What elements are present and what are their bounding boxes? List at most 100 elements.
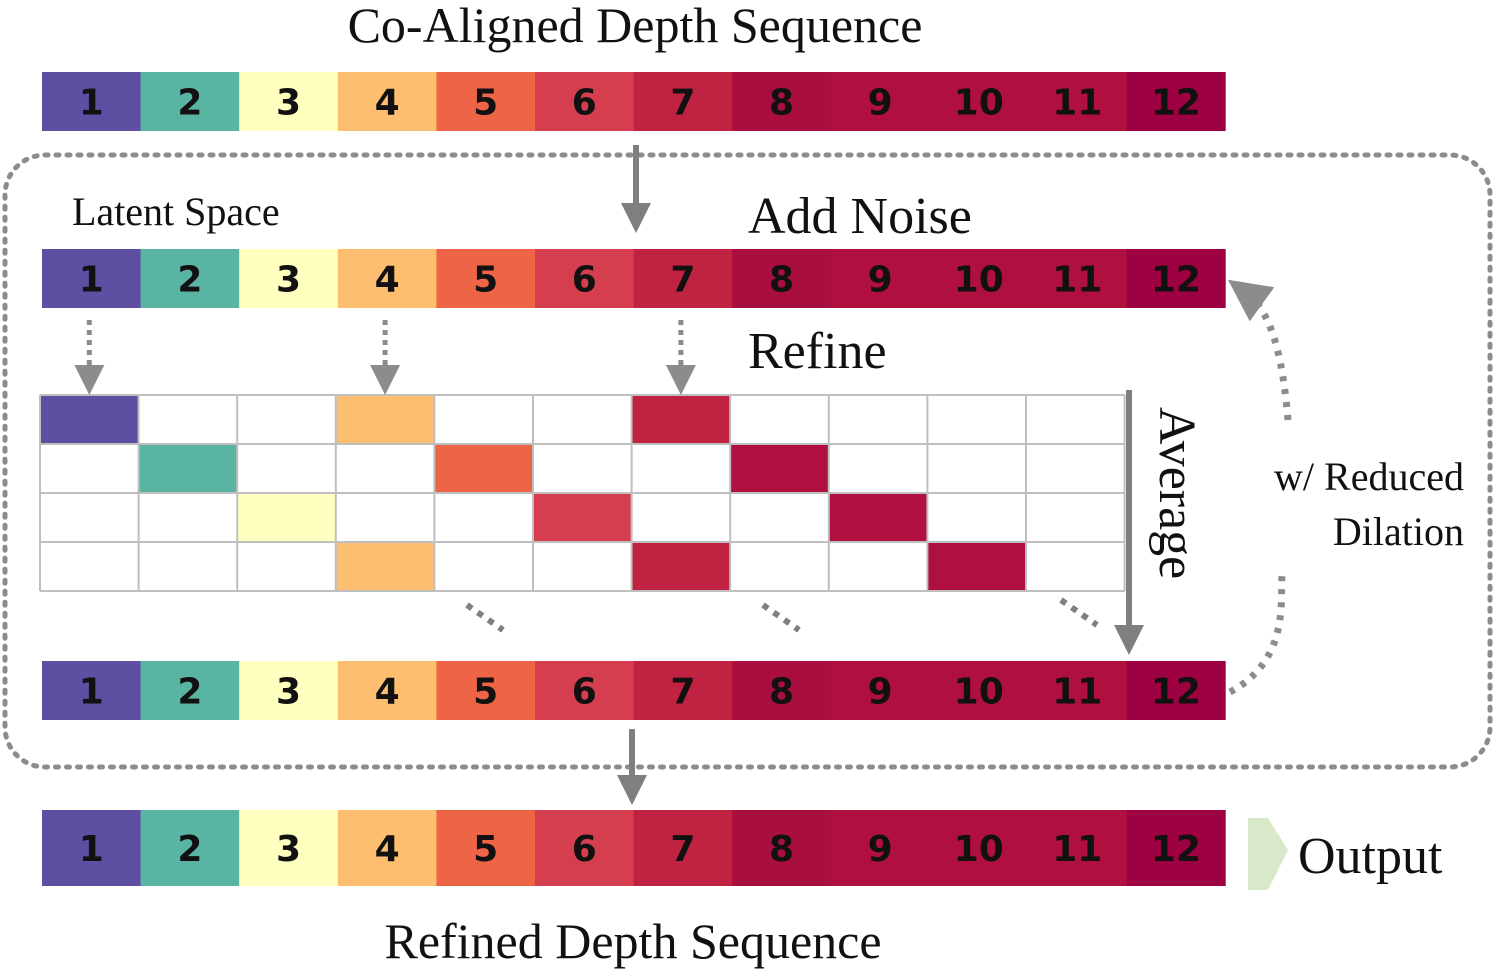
out-label-7: 7 <box>670 829 695 870</box>
top-label-4: 4 <box>375 83 400 124</box>
grid-filled-cell-r0-c0 <box>40 395 139 444</box>
ellipsis-3 <box>1059 597 1099 628</box>
top-cell-11 <box>1028 72 1128 131</box>
output-arrow-icon <box>1248 818 1288 890</box>
out-cell-7 <box>633 810 733 886</box>
noise-label-2: 2 <box>177 260 202 301</box>
out-label-12: 12 <box>1151 829 1201 870</box>
loop-label-line2: Dilation <box>1333 509 1464 554</box>
top-cell-10 <box>929 72 1029 131</box>
noise-cell-9 <box>830 249 930 308</box>
grid-filled-cell-r2-c8 <box>828 493 928 542</box>
noise-cell-6 <box>535 249 635 308</box>
refine-label: Refine <box>748 323 887 380</box>
noise-label-4: 4 <box>375 260 400 301</box>
noise-cell-3 <box>239 249 339 308</box>
avg-cell-9 <box>830 661 930 720</box>
avg-label-1: 1 <box>79 672 104 713</box>
out-cell-1 <box>42 810 142 886</box>
refine-arrows <box>74 320 696 395</box>
top-label-1: 1 <box>79 83 104 124</box>
top-label-12: 12 <box>1151 83 1201 124</box>
ellipsis-2 <box>761 602 801 633</box>
noise-label-10: 10 <box>954 260 1004 301</box>
out-cell-12 <box>1126 810 1226 886</box>
noise-cell-12 <box>1126 249 1226 308</box>
output-label: Output <box>1298 828 1443 885</box>
out-cell-9 <box>830 810 930 886</box>
noise-cell-1 <box>42 249 142 308</box>
avg-cell-3 <box>239 661 339 720</box>
noise-label-9: 9 <box>868 260 893 301</box>
grid-filled-cell-r2-c5 <box>533 493 632 542</box>
out-cell-10 <box>929 810 1029 886</box>
avg-cell-7 <box>633 661 733 720</box>
noise-label-8: 8 <box>769 260 794 301</box>
average-label: Average <box>1148 407 1205 579</box>
out-cell-2 <box>140 810 240 886</box>
out-cell-6 <box>535 810 635 886</box>
top-cell-6 <box>535 72 635 131</box>
grid-filled-cell-r0-c6 <box>631 395 731 444</box>
avg-cell-6 <box>535 661 635 720</box>
out-cell-5 <box>436 810 536 886</box>
out-cell-11 <box>1028 810 1128 886</box>
avg-label-5: 5 <box>473 672 498 713</box>
noise-cell-4 <box>337 249 437 308</box>
top-cell-12 <box>1126 72 1226 131</box>
add-noise-label: Add Noise <box>748 188 972 245</box>
top-cell-4 <box>337 72 437 131</box>
noise-label-12: 12 <box>1151 260 1201 301</box>
noise-cell-7 <box>633 249 733 308</box>
grid-filled-cell-r3-c6 <box>631 542 731 591</box>
out-label-1: 1 <box>79 829 104 870</box>
out-label-4: 4 <box>375 829 400 870</box>
ellipsis-1 <box>465 602 505 633</box>
out-label-11: 11 <box>1052 829 1102 870</box>
loop-arrow-reduced-dilation <box>1230 292 1292 696</box>
top-cell-2 <box>140 72 240 131</box>
noise-label-7: 7 <box>670 260 695 301</box>
avg-cell-8 <box>732 661 832 720</box>
avg-cell-12 <box>1126 661 1226 720</box>
out-cell-3 <box>239 810 339 886</box>
noise-cell-2 <box>140 249 240 308</box>
top-cell-7 <box>633 72 733 131</box>
latent-space-label: Latent Space <box>72 189 280 234</box>
avg-cell-10 <box>929 661 1029 720</box>
top-label-9: 9 <box>868 83 893 124</box>
avg-cell-2 <box>140 661 240 720</box>
title-bottom: Refined Depth Sequence <box>384 913 881 969</box>
refine-window-grid <box>39 394 1126 592</box>
noise-label-6: 6 <box>572 260 597 301</box>
avg-label-6: 6 <box>572 672 597 713</box>
out-label-5: 5 <box>473 829 498 870</box>
out-cell-8 <box>732 810 832 886</box>
out-label-3: 3 <box>276 829 301 870</box>
avg-cell-1 <box>42 661 142 720</box>
avg-cell-4 <box>337 661 437 720</box>
grid-filled-cell-r1-c1 <box>138 444 238 493</box>
top-label-2: 2 <box>177 83 202 124</box>
avg-label-10: 10 <box>954 672 1004 713</box>
top-cell-1 <box>42 72 142 131</box>
noise-label-5: 5 <box>473 260 498 301</box>
top-label-5: 5 <box>473 83 498 124</box>
avg-label-9: 9 <box>868 672 893 713</box>
grid-filled-cell-r3-c3 <box>335 542 435 591</box>
out-label-9: 9 <box>868 829 893 870</box>
loop-region-border <box>2 152 1493 770</box>
avg-label-7: 7 <box>670 672 695 713</box>
grid-filled-cell-r1-c4 <box>434 444 533 493</box>
avg-label-3: 3 <box>276 672 301 713</box>
top-label-6: 6 <box>572 83 597 124</box>
top-cell-5 <box>436 72 536 131</box>
top-label-3: 3 <box>276 83 301 124</box>
noise-cell-11 <box>1028 249 1128 308</box>
grid-filled-cell-r2-c2 <box>237 493 336 542</box>
top-label-8: 8 <box>769 83 794 124</box>
avg-cell-11 <box>1028 661 1128 720</box>
